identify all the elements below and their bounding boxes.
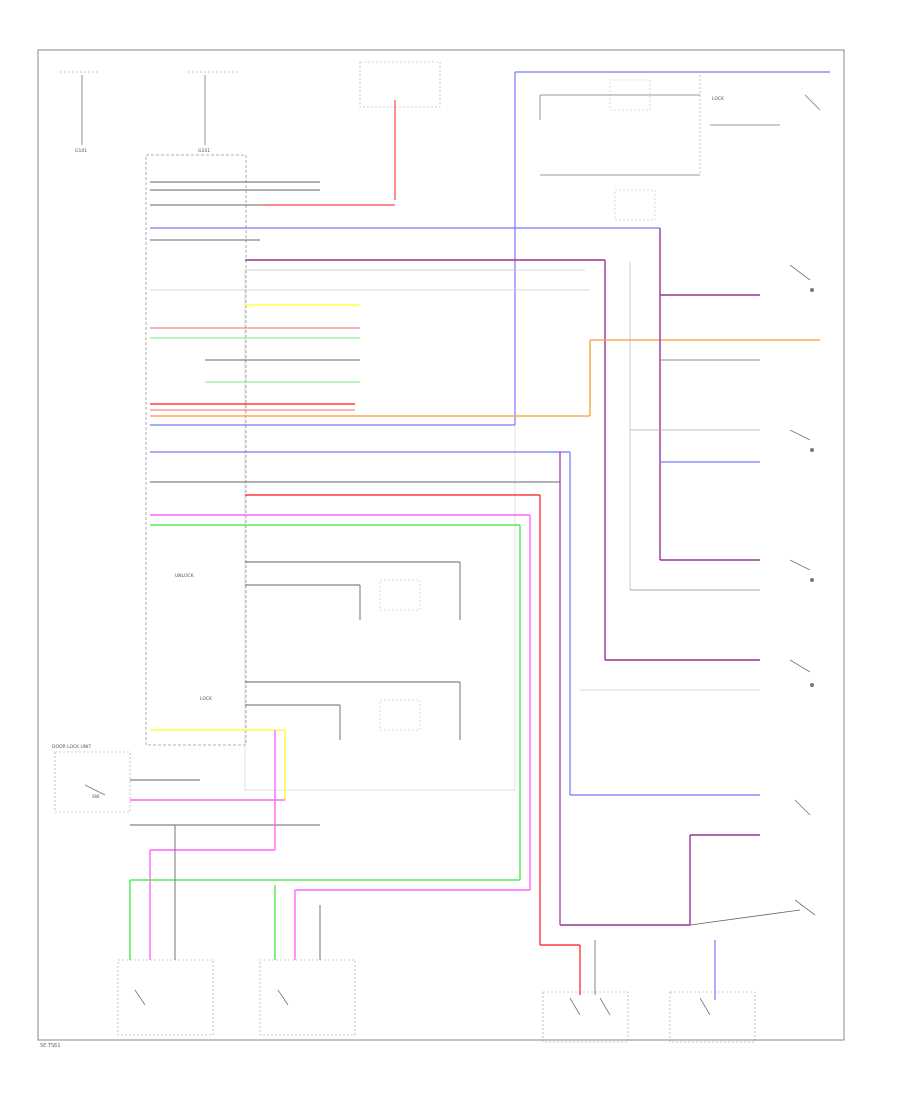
- control-unit-box: [145, 154, 247, 746]
- harness-lines: [150, 181, 820, 945]
- door-lock-unit-label: DOOR LOCK UNIT: [52, 744, 92, 750]
- lock-switch-bottom-left: [54, 729, 530, 960]
- labels: G101 G101 DOOR LOCK UNIT LOCK LOCK UNLOC…: [52, 96, 725, 800]
- diagram-code: SE.TS61: [40, 1043, 61, 1049]
- fuse-block-left: [60, 71, 238, 145]
- lock-label-1: LOCK: [712, 96, 725, 102]
- unlock-label: UNLOCK: [175, 573, 195, 579]
- internal-connector-boxes: [379, 79, 656, 731]
- sw-label: SW: [92, 794, 100, 800]
- diagram-frame: [37, 49, 845, 1041]
- right-side-runs: [559, 228, 801, 1000]
- door-switches-right: [789, 264, 816, 916]
- ground-label-b: G101: [198, 148, 210, 154]
- wire-blue-top: [150, 71, 830, 426]
- ground-label-a: G101: [75, 148, 87, 154]
- lock-actuators-bottom: [117, 940, 756, 1043]
- lock-label-2: LOCK: [200, 696, 213, 702]
- door-switch-section-top: [539, 75, 821, 176]
- relay-top-center: [262, 61, 441, 206]
